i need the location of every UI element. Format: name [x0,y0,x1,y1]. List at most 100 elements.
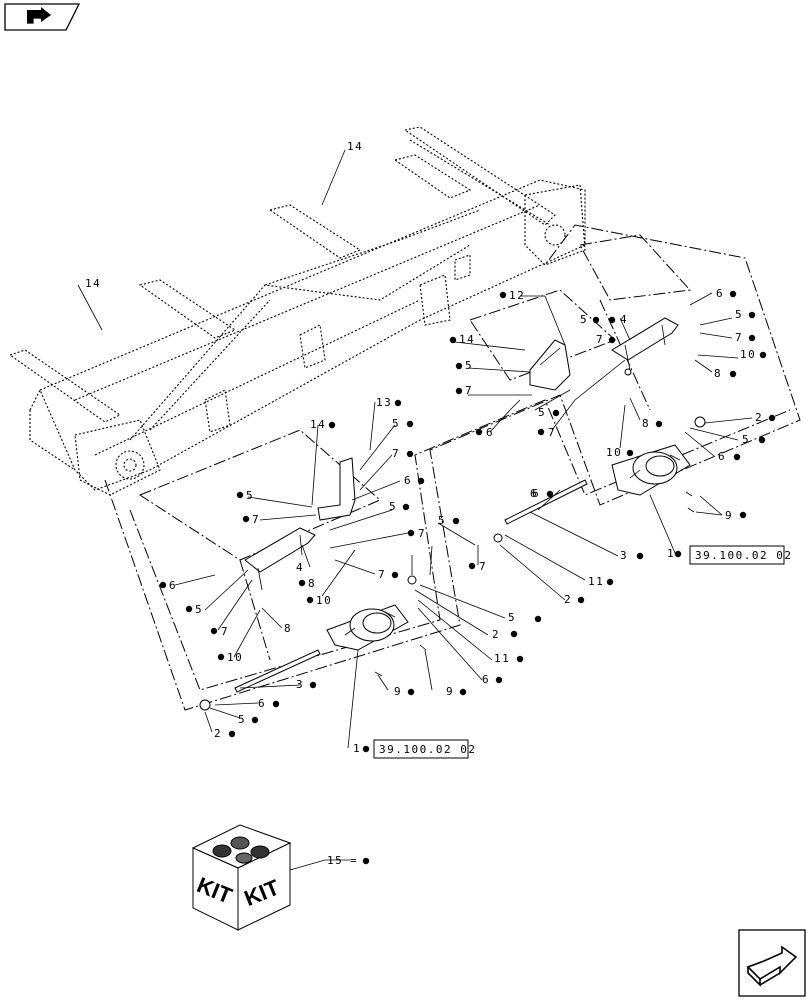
callout-dot [251,716,259,724]
callout-13: 13 [376,396,392,409]
phantom-outlines [104,224,801,711]
callout-7: 7 [252,513,260,526]
callout-dot [655,420,663,428]
callout-7: 7 [221,625,229,638]
callout-2: 2 [755,411,763,424]
callout-dot [577,596,585,604]
callout-dot [636,552,644,560]
callout-6: 6 [258,697,266,710]
kit-equals: = [350,854,358,867]
callout-dot [159,581,167,589]
kit-part [235,852,253,864]
callout-dot [236,491,244,499]
callout-dot [552,409,560,417]
callout-8: 8 [284,622,292,635]
callout-dot [608,316,616,324]
callout-dot [417,477,425,485]
callout-dot [298,579,306,587]
callout-3: 3 [296,678,304,691]
callout-dot [406,450,414,458]
callout-dot [608,336,616,344]
callout-4: 4 [620,313,628,326]
callout-5: 5 [735,308,743,321]
kit-part [250,845,270,859]
reference-box [373,739,469,759]
callout-dot [309,681,317,689]
callout-15: 15 [327,854,343,867]
next-page-button[interactable] [738,929,806,997]
callouts: 14 14 12 5 4 7 6 5 7 10 8 14 5 7 5 6 7 8… [85,140,792,759]
previous-page-button[interactable] [4,3,80,31]
callout-5: 5 [538,406,546,419]
callout-dot [495,676,503,684]
callout-dot [459,688,467,696]
callout-dot [391,571,399,579]
callout-3: 3 [620,549,628,562]
callout-10: 10 [316,594,332,607]
leader-lines [77,149,753,873]
callout-5: 5 [580,313,588,326]
callout-dot [748,311,756,319]
callout-6: 6 [718,450,726,463]
callout-5: 5 [238,713,246,726]
back-arrow-icon [27,7,51,25]
callout-5: 5 [465,359,473,372]
callout-14: 14 [85,277,101,290]
callout-10: 10 [606,446,622,459]
callout-5: 5 [392,417,400,430]
callout-8: 8 [308,577,316,590]
reference-link[interactable]: 39.100.02 02 [379,743,476,756]
callout-6: 6 [482,673,490,686]
callout-dot [475,428,483,436]
callout-dot [242,515,250,523]
callout-dot [407,529,415,537]
callout-dot [228,730,236,738]
callout-11: 11 [494,652,510,665]
callout-dot [546,490,554,498]
kit-part [212,844,232,858]
callout-dot [537,428,545,436]
callout-dot [394,399,402,407]
callout-dot [362,745,370,753]
callout-dot [626,449,634,457]
callout-6: 6 [486,426,494,439]
left-rod-3 [234,649,321,693]
callout-2: 2 [214,727,222,740]
callout-dot [733,453,741,461]
callout-5: 5 [508,611,516,624]
callout-8: 8 [714,367,722,380]
callout-dot [272,700,280,708]
left-fittings [199,575,427,711]
callout-7: 7 [735,331,743,344]
right-fittings [493,416,706,543]
callout-dot [768,414,776,422]
callout-dot [468,562,476,570]
callout-9: 9 [394,685,402,698]
right-bracket-4 [611,317,679,376]
callout-dot [674,550,682,558]
callout-6: 6 [169,579,177,592]
callout-dot [362,857,370,865]
callout-dot [606,578,614,586]
reference-link[interactable]: 39.100.02 02 [695,549,792,562]
left-motor-1 [326,604,409,651]
callout-2: 2 [564,593,572,606]
callout-7: 7 [378,568,386,581]
callout-6: 6 [404,474,412,487]
callout-dot [455,387,463,395]
callout-12: 12 [509,289,525,302]
callout-dot [758,436,766,444]
callout-dot [748,334,756,342]
callout-7: 7 [596,333,604,346]
callout-10: 10 [227,651,243,664]
callout-14: 14 [347,140,363,153]
callout-dot [759,351,767,359]
callout-dot [407,688,415,696]
callout-dot [306,596,314,604]
callout-14: 14 [310,418,326,431]
callout-8: 8 [642,417,650,430]
reference-box [689,545,785,565]
callout-5: 5 [742,433,750,446]
right-rod-3 [504,479,588,525]
